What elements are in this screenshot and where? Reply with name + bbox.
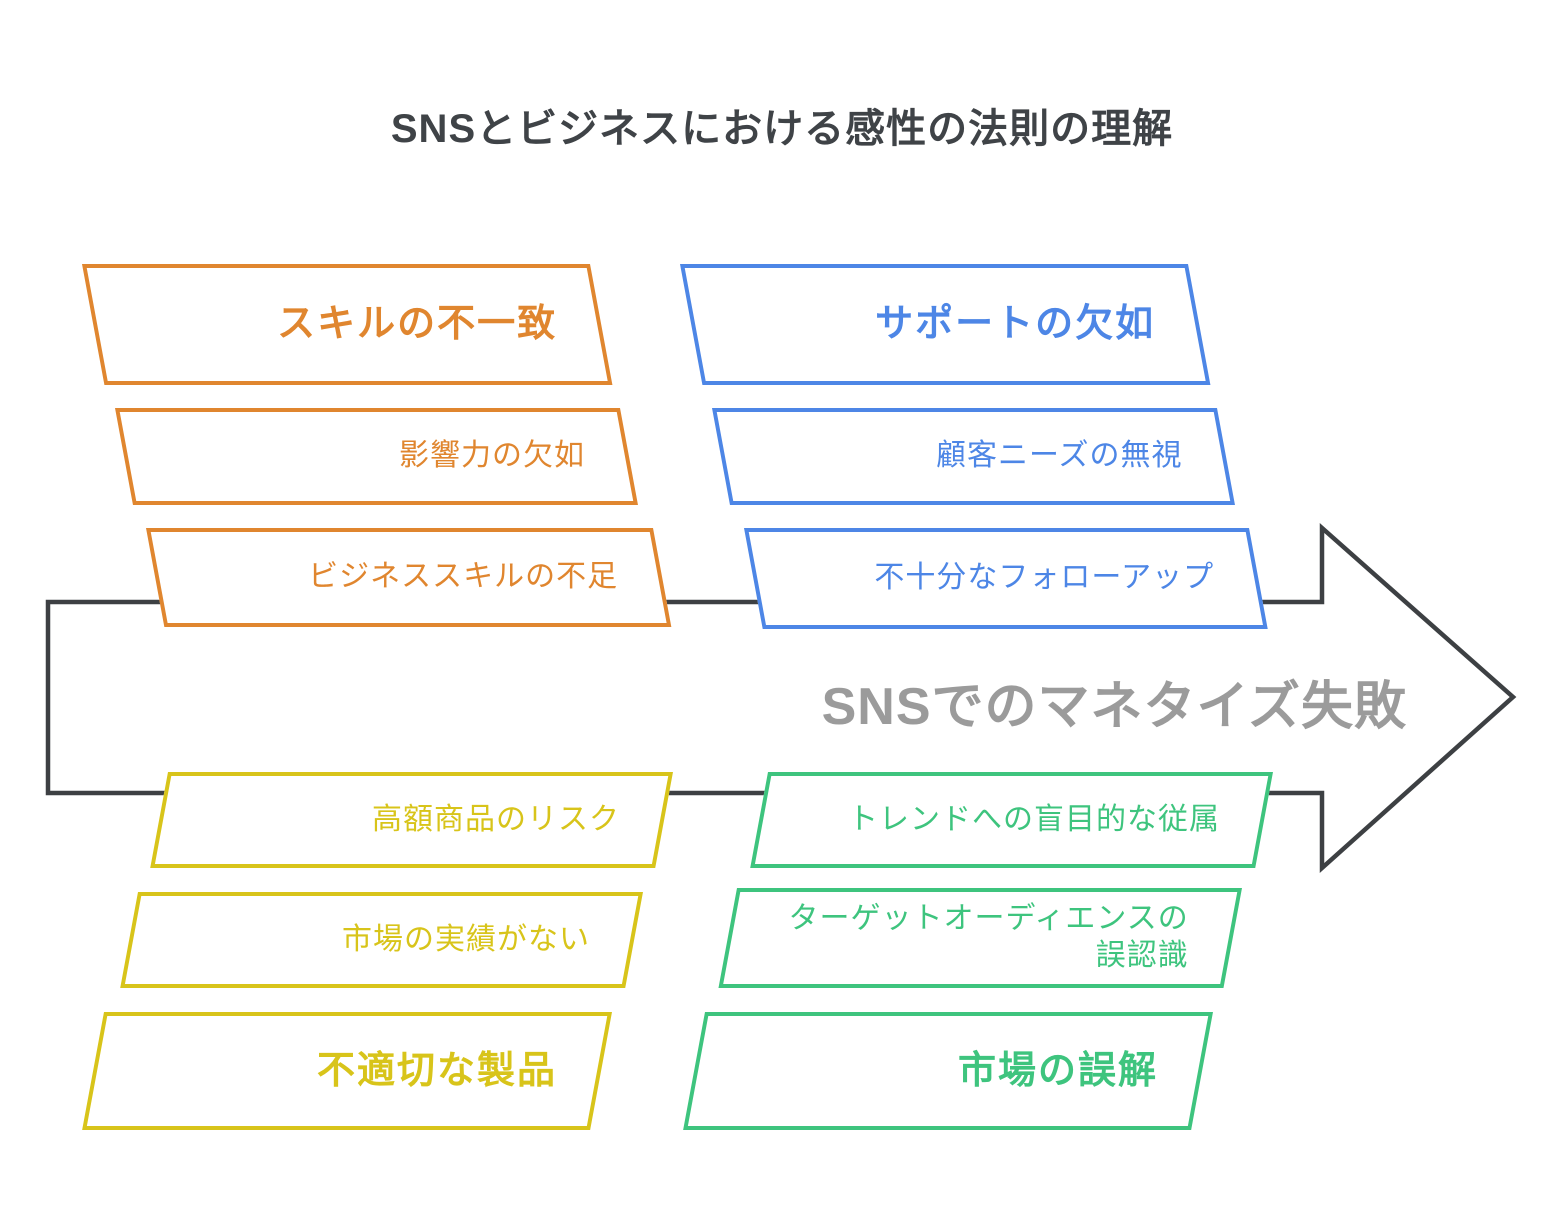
- cause-item-target-audience-misrecognition: ターゲットオーディエンスの誤認識: [718, 888, 1242, 988]
- cause-item-target-audience-misrecognition-label: ターゲットオーディエンスの誤認識: [788, 902, 1189, 972]
- cause-item-influence-lack: 影響力の欠如: [115, 408, 638, 505]
- arrow-effect-label: SNSでのマネタイズ失敗: [821, 678, 1407, 736]
- cause-header-support-lack: サポートの欠如: [680, 264, 1211, 385]
- cause-item-no-market-track-record-label: 市場の実績がない: [342, 922, 591, 956]
- cause-header-inappropriate-product-label: 不適切な製品: [317, 1049, 558, 1092]
- cause-header-inappropriate-product: 不適切な製品: [82, 1012, 612, 1130]
- cause-item-customer-needs-ignored: 顧客ニーズの無視: [712, 408, 1235, 505]
- cause-item-insufficient-followup: 不十分なフォローアップ: [744, 528, 1268, 629]
- cause-item-expensive-product-risk-label: 高額商品のリスク: [372, 802, 621, 836]
- cause-header-skill-mismatch: スキルの不一致: [82, 264, 613, 385]
- cause-header-market-misunderstanding-label: 市場の誤解: [958, 1049, 1159, 1092]
- cause-item-influence-lack-label: 影響力の欠如: [398, 439, 585, 473]
- cause-header-market-misunderstanding: 市場の誤解: [683, 1012, 1213, 1130]
- cause-item-no-market-track-record: 市場の実績がない: [120, 892, 643, 988]
- cause-item-insufficient-followup-label: 不十分なフォローアップ: [874, 561, 1215, 595]
- cause-item-expensive-product-risk: 高額商品のリスク: [150, 772, 673, 868]
- cause-item-blind-trend-following-label: トレンドへの盲目的な従属: [848, 802, 1221, 836]
- cause-item-business-skill-shortage: ビジネススキルの不足: [146, 528, 672, 627]
- cause-item-blind-trend-following: トレンドへの盲目的な従属: [750, 772, 1273, 868]
- cause-header-support-lack-label: サポートの欠如: [875, 303, 1156, 346]
- cause-item-customer-needs-ignored-label: 顧客ニーズの無視: [935, 439, 1182, 473]
- diagram-title: SNSとビジネスにおける感性の法則の理解: [390, 107, 1174, 151]
- cause-item-business-skill-shortage-label: ビジネススキルの不足: [308, 560, 619, 594]
- cause-header-skill-mismatch-label: スキルの不一致: [277, 303, 558, 346]
